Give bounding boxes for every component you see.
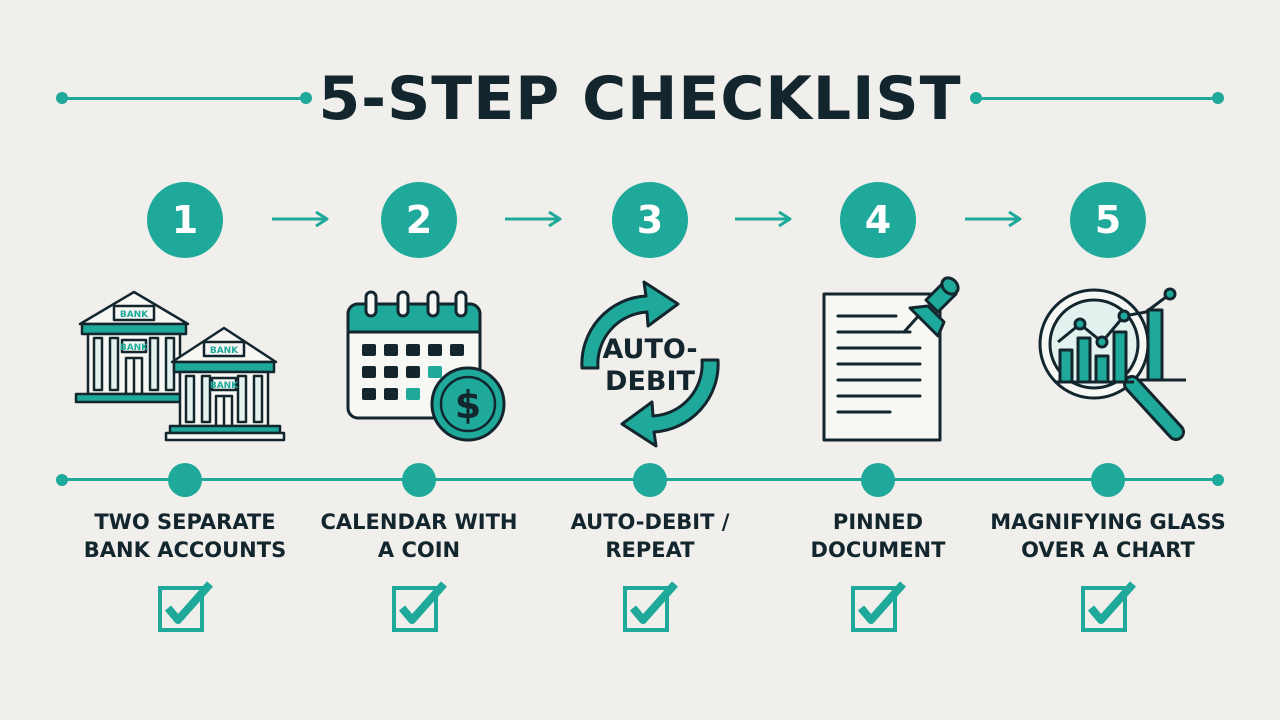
- bank-sign-text: BANK: [120, 343, 149, 353]
- step-4-label-line1: PINNED: [832, 510, 924, 534]
- step-1-label-line1: TWO SEPARATE: [94, 510, 276, 534]
- step-2-label-line1: CALENDAR WITH: [320, 510, 518, 534]
- calendar-coin-icon: $: [346, 290, 506, 442]
- timeline-node-4: [861, 463, 895, 497]
- step-2-label: CALENDAR WITH A COIN: [289, 508, 549, 564]
- arrow-right-icon: [272, 210, 329, 228]
- step-2-label-line2: A COIN: [377, 538, 461, 562]
- checkbox-checked-icon: [158, 581, 213, 632]
- step-5-label: MAGNIFYING GLASS OVER A CHART: [978, 508, 1238, 564]
- pinned-document-icon: [822, 276, 960, 442]
- step-4-label: PINNED DOCUMENT: [748, 508, 1008, 564]
- timeline-node-1: [168, 463, 202, 497]
- step-5-number: 5: [1070, 182, 1146, 258]
- coin-dollar-sign: $: [455, 383, 481, 427]
- timeline-node-3: [633, 463, 667, 497]
- arrow-right-icon: [965, 210, 1022, 228]
- arrow-right-icon: [735, 210, 792, 228]
- checkbox-checked-icon: [623, 581, 678, 632]
- step-3-label-line1: AUTO-DEBIT /: [570, 510, 730, 534]
- bank-buildings-icon: BANK BANK BANK BANK: [74, 290, 286, 442]
- step-2-number: 2: [381, 182, 457, 258]
- step-3-number: 3: [612, 182, 688, 258]
- step-5-label-line2: OVER A CHART: [1021, 538, 1195, 562]
- title-line-left: [62, 97, 306, 100]
- bank-sign-text: BANK: [210, 346, 239, 356]
- timeline-end-dot: [1212, 474, 1224, 486]
- step-4-label-line2: DOCUMENT: [810, 538, 946, 562]
- checkbox-checked-icon: [392, 581, 447, 632]
- title-line-left-dot-outer: [56, 92, 68, 104]
- step-4-number: 4: [840, 182, 916, 258]
- auto-debit-cycle-icon: AUTO- DEBIT: [580, 280, 720, 448]
- bank-sign-text: BANK: [120, 310, 149, 320]
- step-1-label-line2: BANK ACCOUNTS: [83, 538, 287, 562]
- timeline-start-dot: [56, 474, 68, 486]
- checkbox-checked-icon: [851, 581, 906, 632]
- timeline-node-2: [402, 463, 436, 497]
- arrow-right-icon: [505, 210, 562, 228]
- step-1-label: TWO SEPARATE BANK ACCOUNTS: [55, 508, 315, 564]
- step-3-label-line2: REPEAT: [605, 538, 695, 562]
- title-line-right: [976, 97, 1218, 100]
- auto-debit-text-line2: DEBIT: [605, 366, 695, 397]
- title-line-right-dot-outer: [1212, 92, 1224, 104]
- auto-debit-text-line1: AUTO-: [602, 334, 697, 365]
- bank-sign-text: BANK: [210, 381, 239, 391]
- page-title: 5-STEP CHECKLIST: [318, 64, 962, 134]
- step-3-label: AUTO-DEBIT / REPEAT: [520, 508, 780, 564]
- step-5-label-line1: MAGNIFYING GLASS: [990, 510, 1226, 534]
- checkbox-checked-icon: [1081, 581, 1136, 632]
- title-line-left-dot-inner: [300, 92, 312, 104]
- timeline-node-5: [1091, 463, 1125, 497]
- magnifier-chart-icon: [1038, 287, 1186, 441]
- step-1-number: 1: [147, 182, 223, 258]
- title-line-right-dot-inner: [970, 92, 982, 104]
